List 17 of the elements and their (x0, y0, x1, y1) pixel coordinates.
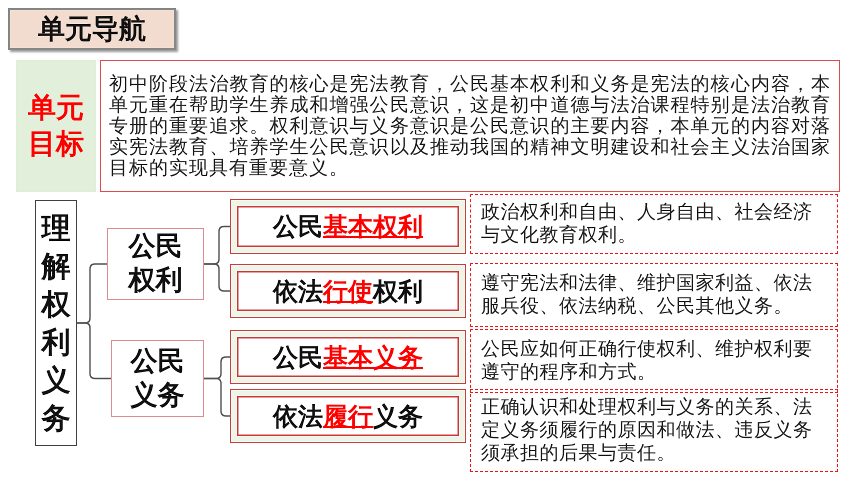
category-box: 公民义务 (111, 340, 204, 417)
bracket-line (204, 378, 230, 417)
bracket-line (77, 322, 111, 380)
note-box: 正确认识和处理权利与义务的关系、法定义务须履行的原因和做法、违反义务须承担的后果与责任。 (470, 389, 838, 472)
topic-box: 公民基本权利 (230, 199, 466, 254)
note-box: 公民应如何正确行使权利、维护权利要遵守的程序和方式。 (470, 329, 838, 393)
category-box: 公民权利 (107, 228, 204, 300)
note-box: 政治权利和自由、人身自由、社会经济与文化教育权利。 (470, 194, 838, 254)
heading-box: 单元目标 (16, 60, 96, 192)
topic-box: 依法履行义务 (230, 389, 466, 443)
note-box: 遵守宪法和法律、维护国家利益、依法服兵役、依法纳税、公民其他义务。 (470, 263, 838, 327)
topic-box: 公民基本义务 (230, 330, 466, 384)
bracket-line (204, 263, 230, 292)
title-box: 单元导航 (8, 8, 176, 50)
text-box: 初中阶段法治教育的核心是宪法教育，公民基本权利和义务是宪法的核心内容，本单元重在帮助学生养成和增强公民意识，这是初中道德与法治课程特别是法治教育专册的重要追求。权利意识与义务意识是公民意识的主要内容，本单元的内容对落实宪法教育、培养学生公民意识以及推动我国的精神文明建设和社会主义法治国家目标的实现具有重要意义。 (100, 60, 840, 192)
topic-box: 依法行使权利 (230, 264, 466, 318)
topic-box: 理解权利义务 (35, 200, 77, 446)
